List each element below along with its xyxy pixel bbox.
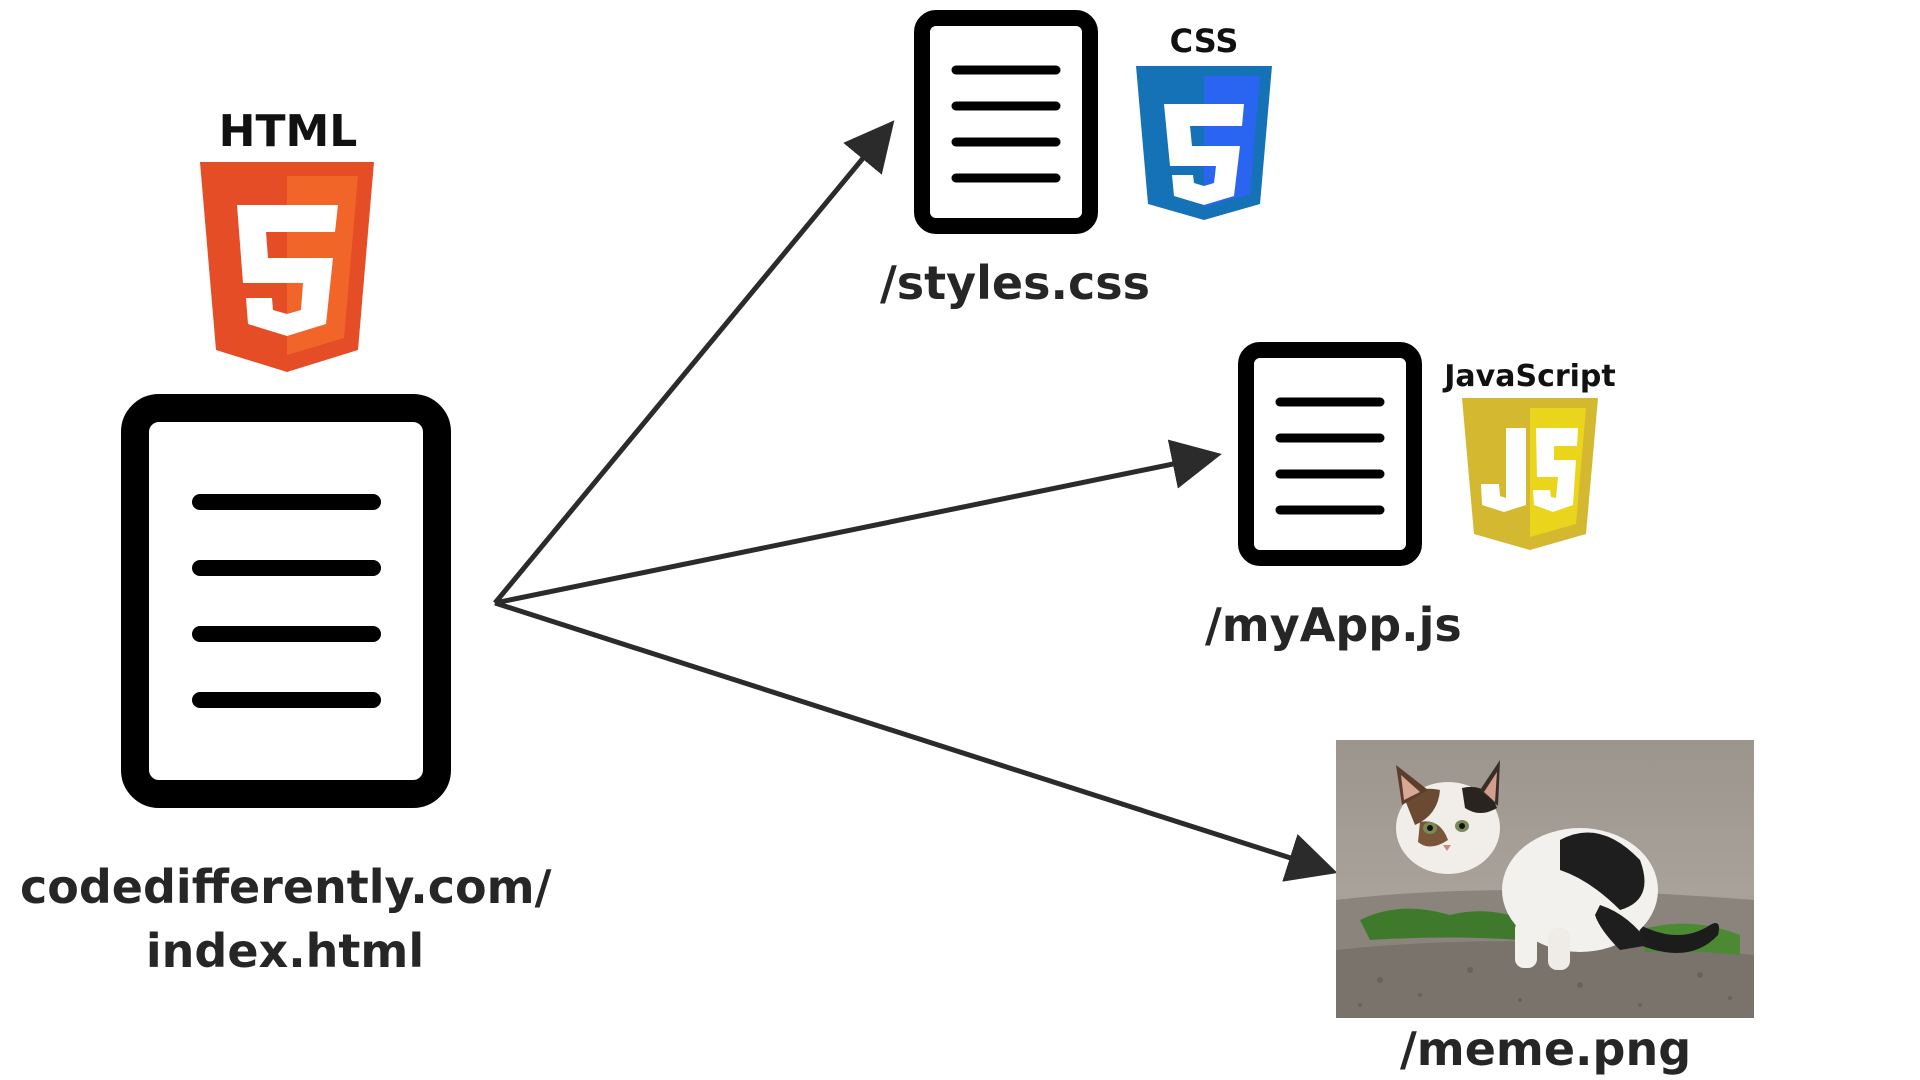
html-badge-title: HTML [219,106,358,157]
index-document-icon [121,394,451,808]
css-document-icon [914,10,1098,234]
css-badge-title: CSS [1170,22,1239,60]
png-file-label: /meme.png [1400,1022,1692,1076]
index-label-filename: index.html [145,924,425,978]
js-document-icon [1238,342,1422,566]
meme-image [1336,740,1754,1018]
css3-logo: CSS [1136,22,1272,220]
arrow-to-png [494,600,1338,882]
html5-logo: HTML [200,106,374,372]
arrows [493,120,1338,882]
css-file-label: /styles.css [880,256,1151,310]
javascript-logo: JavaScript [1442,359,1616,550]
index-file-label: codedifferently.com/ index.html [20,855,552,983]
arrow-to-css [493,120,895,605]
arrow-to-js [494,439,1222,606]
index-label-domain: codedifferently.com/ [20,860,552,914]
js-file-label: /myApp.js [1205,598,1462,652]
js-badge-title: JavaScript [1442,359,1616,394]
